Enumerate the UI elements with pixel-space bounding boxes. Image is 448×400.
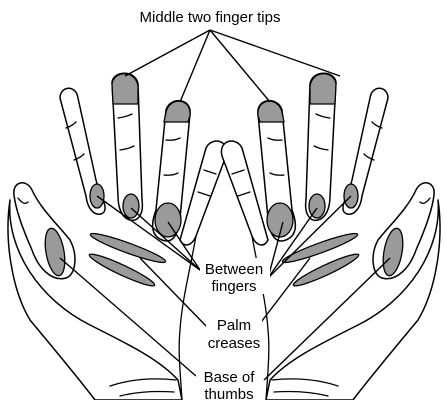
- right-middle-fingertip-mark: [310, 74, 336, 104]
- left-between-fingers-mark-2: [123, 194, 139, 218]
- label-palm-line2: creases: [208, 335, 261, 352]
- label-between-line2: fingers: [211, 278, 256, 295]
- left-hand: [8, 73, 227, 400]
- right-ring-fingertip-mark: [258, 101, 284, 122]
- label-base-line2: thumbs: [204, 386, 253, 400]
- leader-fingertip-left-middle: [125, 30, 210, 76]
- left-ring-fingertip-mark: [164, 101, 190, 122]
- left-finger-little: [180, 141, 227, 245]
- label-palm-line1: Palm: [217, 317, 251, 334]
- right-between-fingers-mark-2: [309, 194, 325, 218]
- leader-fingertip-left-ring: [180, 30, 210, 102]
- left-between-fingers-mark-3: [155, 203, 181, 237]
- right-finger-little: [221, 141, 268, 245]
- label-base-line1: Base of: [204, 369, 256, 386]
- left-middle-fingertip-mark: [112, 74, 138, 104]
- label-between-line1: Between: [205, 261, 263, 278]
- label-fingertips: Middle two finger tips: [140, 9, 281, 26]
